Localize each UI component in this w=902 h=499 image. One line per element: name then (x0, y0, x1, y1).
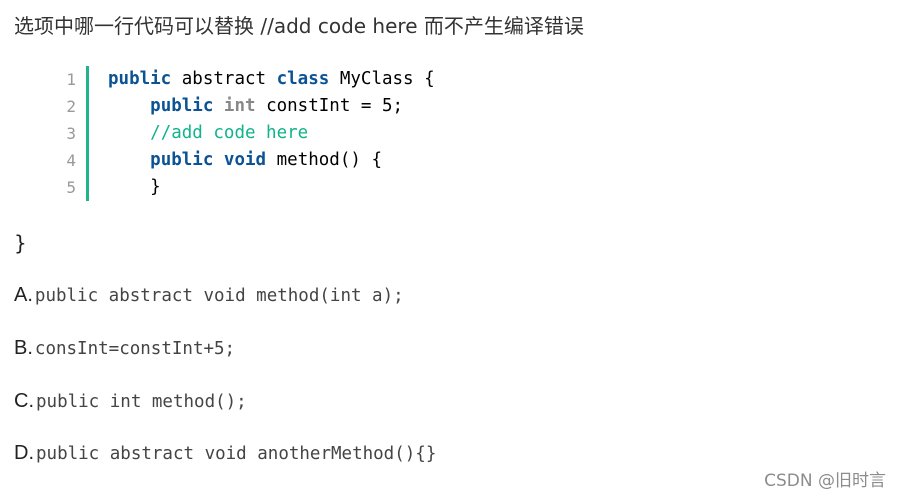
option-code: consInt=constInt+5; (34, 339, 236, 359)
option-code: public abstract void anotherMethod(){} (36, 444, 437, 464)
line-number: 2 (66, 97, 76, 116)
keyword: public (150, 96, 214, 116)
code-text: method() { (276, 150, 382, 170)
code-accent-bar (86, 66, 89, 201)
option-c: C.public int method(); (14, 386, 247, 416)
keyword: public (108, 69, 172, 89)
option-letter: C. (14, 390, 34, 412)
option-code: public abstract void method(int a); (34, 286, 404, 306)
code-line-5: } (108, 174, 435, 201)
option-b: B.consInt=constInt+5; (14, 333, 235, 363)
code-text: } (150, 177, 161, 197)
option-d: D.public abstract void anotherMethod(){} (14, 438, 436, 468)
question-text: 选项中哪一行代码可以替换 //add code here 而不产生编译错误 (14, 14, 584, 38)
code-comment: //add code here (150, 123, 309, 143)
code-line-2: public int constInt = 5; (108, 93, 435, 120)
code-text: constInt = 5; (266, 96, 404, 116)
line-number: 3 (66, 124, 76, 143)
closing-brace: } (14, 231, 27, 255)
keyword: void (223, 150, 267, 170)
code-text: abstract (181, 69, 267, 89)
option-letter: A. (14, 284, 33, 306)
keyword: int (223, 96, 256, 116)
line-number: 4 (66, 151, 76, 170)
code-block: 1 2 3 4 5 public abstract class MyClass … (56, 66, 556, 201)
code-line-4: public void method() { (108, 147, 435, 174)
code-lines: public abstract class MyClass { public i… (108, 66, 435, 201)
keyword: class (276, 69, 330, 89)
code-text: MyClass { (339, 69, 435, 89)
option-letter: B. (14, 337, 33, 359)
line-number: 5 (66, 178, 76, 197)
option-letter: D. (14, 442, 34, 464)
code-line-1: public abstract class MyClass { (108, 66, 435, 93)
code-line-3: //add code here (108, 120, 435, 147)
line-number: 1 (66, 70, 76, 89)
keyword: public (150, 150, 214, 170)
option-a: A.public abstract void method(int a); (14, 280, 404, 310)
option-code: public int method(); (36, 392, 247, 412)
line-number-gutter: 1 2 3 4 5 (56, 66, 76, 201)
watermark: CSDN @旧时言 (764, 471, 886, 491)
